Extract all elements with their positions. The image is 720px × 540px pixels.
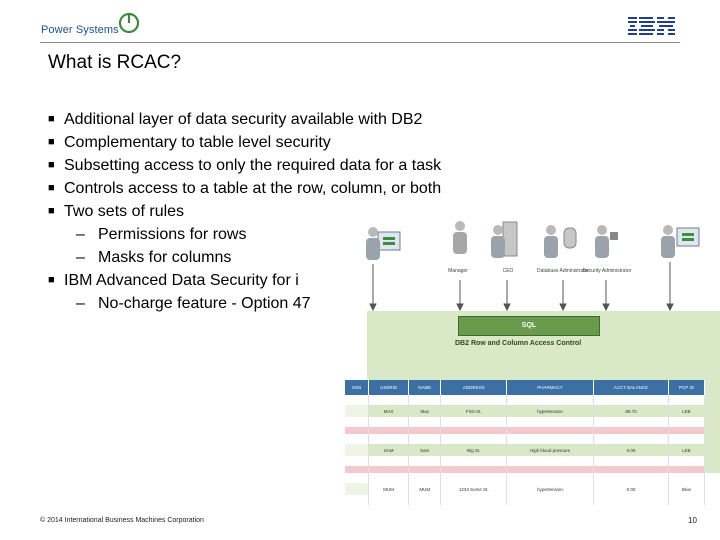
role-label-dba: Database Administrator (537, 268, 589, 274)
sub-bullet-item: –No-charge feature - Option 47 (76, 295, 311, 312)
ceo-icon (491, 221, 518, 258)
table-row: MAX Max First St. hypertension 89.70 LEE (345, 405, 705, 417)
table-spacer-row (345, 495, 705, 505)
masked-row (345, 466, 705, 473)
brand-name: Power Systems (41, 24, 119, 36)
users-and-arrows (366, 221, 700, 312)
slide-title: What is RCAC? (48, 52, 182, 73)
table-header: USERID (368, 380, 410, 395)
ibm-logo-icon (628, 17, 675, 35)
bullet-marker-icon: ■ (48, 182, 55, 194)
table-header: ACCT BALANCE (593, 380, 670, 395)
table-spacer-row (345, 417, 705, 427)
manager-icon (453, 221, 467, 254)
sub-bullet-item: –Permissions for rows (76, 226, 247, 243)
bullet-marker-icon: ■ (48, 274, 55, 286)
table-spacer-row (345, 456, 705, 466)
security-admin-icon (595, 225, 618, 258)
masked-row (345, 427, 705, 434)
copyright-footer: © 2014 International Business Machines C… (40, 517, 204, 524)
table-row: SAM Sam Big St. High blood pressure 0.00… (345, 444, 705, 456)
role-label-security-admin: Security Administrator (582, 268, 632, 274)
bullet-item: ■IBM Advanced Data Security for i (48, 269, 504, 292)
header-divider (40, 42, 680, 43)
table-header: ADDRESS (440, 380, 508, 395)
role-label-manager: Manager (448, 268, 468, 274)
bullet-item: ■Complementary to table level security (48, 131, 504, 154)
table-spacer-row (345, 395, 705, 405)
page-number: 10 (688, 516, 697, 525)
rcac-layer-label: DB2 Row and Column Access Control (455, 340, 582, 347)
table-header: PHARMACY (506, 380, 594, 395)
dba-icon (544, 225, 577, 258)
table-header: SSN (345, 380, 370, 395)
bullet-marker-icon: ■ (48, 113, 55, 125)
bullet-item: ■Controls access to a table at the row, … (48, 177, 504, 200)
bullet-marker-icon: ■ (48, 136, 55, 148)
table-spacer-row (345, 434, 705, 444)
bullet-item: ■Two sets of rules (48, 200, 504, 223)
table-header: NAME (408, 380, 442, 395)
user-icon (366, 227, 401, 260)
bullet-marker-icon: ■ (48, 205, 55, 217)
table-row: MUM MUM 1234 Some St. hypertension 0.00 … (345, 483, 705, 495)
bullet-marker-icon: ■ (48, 159, 55, 171)
sub-bullet-item: –Masks for columns (76, 249, 232, 266)
user-icon-right (661, 225, 700, 258)
table-header: PCP ID (668, 380, 705, 395)
table-spacer-row (345, 473, 705, 483)
bullet-item: ■Additional layer of data security avail… (48, 108, 504, 131)
bullet-item: ■Subsetting access to only the required … (48, 154, 504, 177)
role-label-ceo: CEO (502, 268, 514, 274)
rcac-diagram: Manager CEO Database Administrator Secur… (340, 218, 720, 505)
sql-bar: SQL (458, 316, 600, 336)
bullet-list: ■Additional layer of data security avail… (48, 108, 504, 315)
power-systems-logo-icon (118, 12, 140, 34)
sample-data-table: SSN USERID NAME ADDRESS PHARMACY ACCT BA… (345, 380, 705, 505)
